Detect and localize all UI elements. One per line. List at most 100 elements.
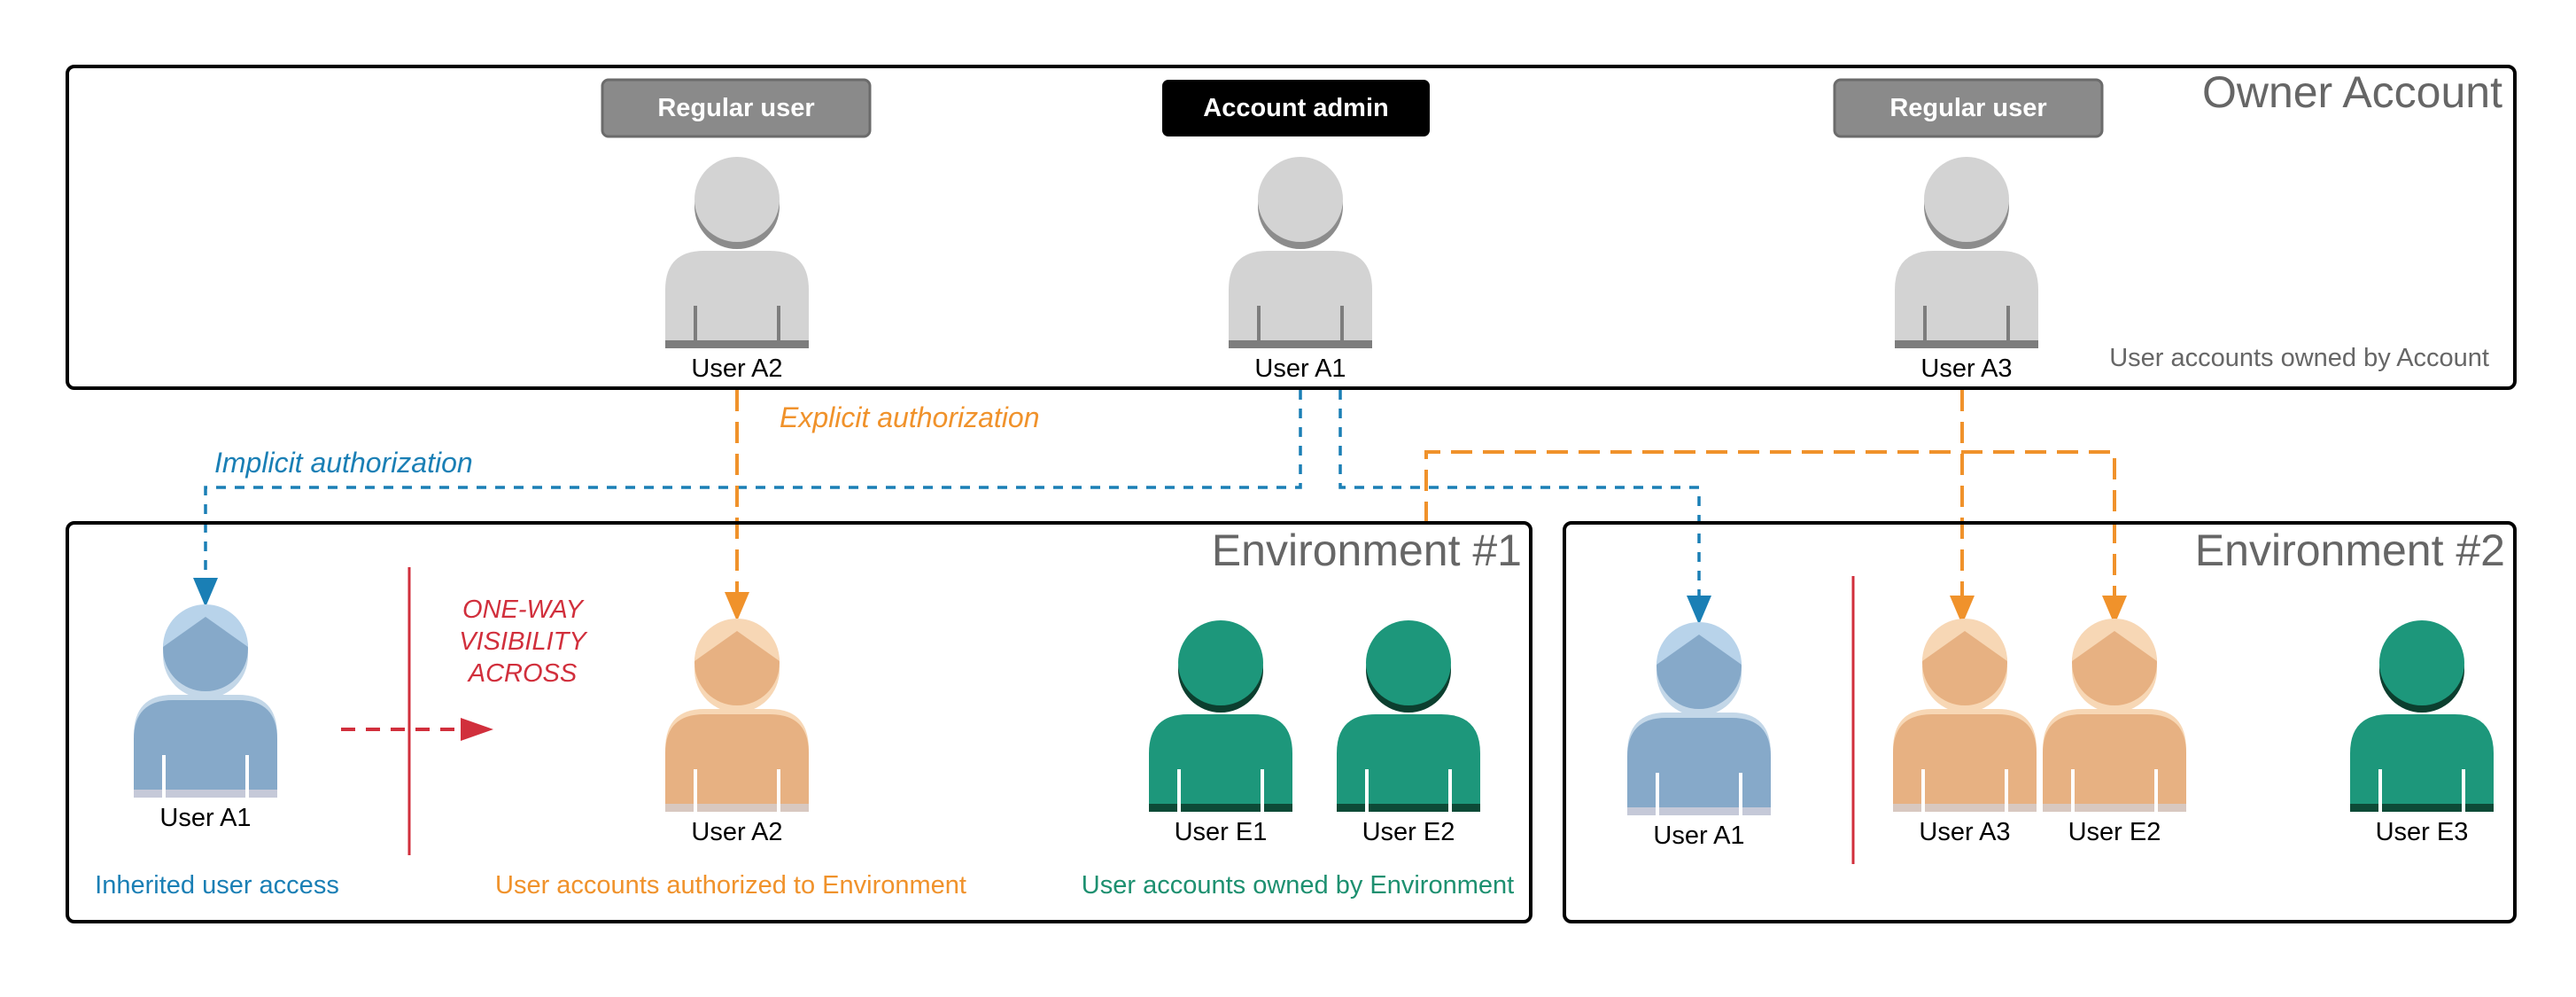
- user-a2-env1-band: [665, 804, 809, 812]
- user-e2-env2-arm-right: [2154, 769, 2158, 812]
- user-a2-env1-hair: [694, 619, 780, 661]
- owner-account-title: Owner Account: [2202, 67, 2502, 117]
- user-a2-env1: User A2: [665, 619, 809, 846]
- arrow-heads: [193, 578, 2127, 741]
- user-a3-owner-arm-left: [1923, 306, 1927, 348]
- caption-authorized-accounts: User accounts authorized to Environment: [495, 871, 966, 900]
- user-a2-env1-label: User A2: [691, 818, 782, 846]
- user-e3-env2-arm-right: [2462, 769, 2465, 812]
- user-e3-env2-band: [2350, 804, 2494, 812]
- user-e2-env2-hair: [2072, 619, 2157, 661]
- user-a1-owner: User A1: [1229, 157, 1372, 383]
- user-e2-env2: User E2: [2043, 619, 2186, 846]
- user-a3-owner-arm-right: [2006, 306, 2010, 348]
- user-e1-env1-arm-left: [1177, 769, 1181, 812]
- user-a3-env2-label: User A3: [1919, 818, 2010, 846]
- user-a3-env2-body: [1893, 714, 2037, 812]
- explicit-authorization-label: Explicit authorization: [780, 401, 1039, 433]
- user-e1-env1-body: [1149, 714, 1292, 812]
- user-e1-env1: User E1: [1149, 620, 1292, 846]
- user-a1-env1-body: [134, 700, 277, 798]
- user-a3-env2: User A3: [1893, 619, 2037, 846]
- user-e2-env2-label: User E2: [2068, 818, 2161, 846]
- environment-1-box: [66, 521, 1532, 923]
- user-a2-owner-head: [694, 157, 780, 242]
- user-e3-env2-head: [2379, 620, 2464, 705]
- owner-account-caption: User accounts owned by Account: [2109, 344, 2489, 372]
- user-a1-env2-band: [1627, 807, 1771, 815]
- user-e3-env2-label: User E3: [2376, 818, 2469, 846]
- user-a3-owner: User A3: [1895, 157, 2038, 383]
- user-e2-env2-body: [2043, 714, 2186, 812]
- user-a3-owner-label: User A3: [1920, 354, 2012, 383]
- badge-regular-user-a3: Regular user: [1833, 78, 2104, 138]
- user-a1-owner-label: User A1: [1254, 354, 1346, 383]
- user-e3-env2: User E3: [2350, 620, 2494, 846]
- user-e2-env1-arm-left: [1365, 769, 1369, 812]
- implicit-auth-line-env1: [204, 390, 1302, 585]
- user-e2-env1-band: [1337, 804, 1480, 812]
- one-way-visibility-line-1: ONE-WAY: [462, 596, 586, 624]
- user-e2-env1-arm-right: [1448, 769, 1452, 812]
- environment-2-box: [1563, 521, 2517, 923]
- user-a3-env2-hair: [1922, 619, 2007, 661]
- environment-1-title: Environment #1: [1212, 526, 1522, 575]
- user-a3-owner-head: [1924, 157, 2009, 242]
- user-a1-env2: User A1: [1627, 622, 1771, 850]
- user-a3-env2-band: [1893, 804, 2037, 812]
- one-way-visibility-line-2: VISIBILITY: [459, 627, 588, 656]
- user-a1-env2-arm-left: [1656, 773, 1659, 815]
- user-e1-env1-arm-right: [1261, 769, 1264, 812]
- user-a1-env2-hair: [1657, 622, 1742, 665]
- user-a3-owner-band: [1895, 340, 2038, 348]
- arrow-head-blue-env1: [193, 578, 218, 607]
- svg-text:Account admin: Account admin: [1203, 94, 1388, 122]
- owner-account-box: [66, 65, 2517, 390]
- user-a1-env1-hair: [163, 604, 248, 647]
- user-a1-env2-label: User A1: [1653, 822, 1744, 850]
- caption-inherited-access: Inherited user access: [95, 871, 339, 900]
- badge-regular-user-a2: Regular user: [601, 78, 872, 138]
- arrow-head-red: [461, 718, 493, 741]
- user-a3-owner-body: [1895, 251, 2038, 348]
- user-e2-env1-body: [1337, 714, 1480, 812]
- user-e2-env2-band: [2043, 804, 2186, 812]
- svg-text:Regular user: Regular user: [657, 94, 814, 122]
- arrow-head-orange-a2: [725, 592, 749, 621]
- user-a1-env1-arm-left: [162, 755, 166, 798]
- arrow-head-orange-a3: [1950, 596, 1975, 625]
- user-e3-env2-body: [2350, 714, 2494, 812]
- user-e3-env2-arm-left: [2378, 769, 2382, 812]
- user-a1-owner-body: [1229, 251, 1372, 348]
- user-a1-env2-arm-right: [1739, 773, 1742, 815]
- user-a1-owner-arm-right: [1340, 306, 1344, 348]
- user-a1-env1-arm-right: [245, 755, 249, 798]
- user-a1-env2-body: [1627, 718, 1771, 815]
- user-a2-owner: User A2: [665, 157, 809, 383]
- user-e2-env2-arm-left: [2071, 769, 2075, 812]
- user-a1-owner-band: [1229, 340, 1372, 348]
- user-a2-env1-arm-left: [694, 769, 697, 812]
- user-e1-env1-head: [1178, 620, 1263, 705]
- badge-account-admin: Account admin: [1162, 80, 1430, 136]
- user-e2-env1-head: [1366, 620, 1451, 705]
- user-e2-env1: User E2: [1337, 620, 1480, 846]
- explicit-auth-line-e2: [1424, 450, 2116, 603]
- user-figures: User A2 User A1 User A3 User A1 User A2 User …: [134, 157, 2494, 850]
- user-e1-env1-band: [1149, 804, 1292, 812]
- implicit-authorization-label: Implicit authorization: [214, 447, 473, 479]
- user-a2-owner-arm-left: [694, 306, 697, 348]
- user-a2-env1-body: [665, 714, 809, 812]
- user-a1-owner-arm-left: [1257, 306, 1261, 348]
- user-e2-env1-label: User E2: [1362, 818, 1455, 846]
- user-a1-env1-label: User A1: [159, 804, 251, 832]
- user-a1-env1-band: [134, 790, 277, 798]
- user-a2-owner-band: [665, 340, 809, 348]
- user-a3-env2-arm-left: [1921, 769, 1925, 812]
- user-a2-env1-arm-right: [777, 769, 780, 812]
- user-a1-env1: User A1: [134, 604, 277, 832]
- connectors: [204, 390, 2116, 731]
- arrow-head-orange-e2: [2102, 596, 2127, 625]
- caption-owned-accounts: User accounts owned by Environment: [1082, 871, 1514, 900]
